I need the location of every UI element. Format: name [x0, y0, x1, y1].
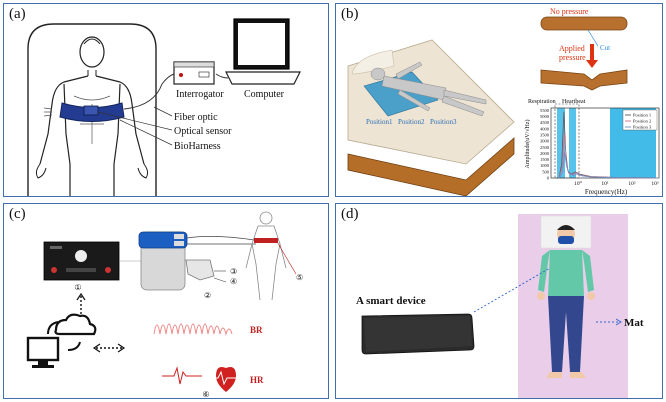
head — [79, 36, 105, 68]
chest-band — [254, 238, 278, 243]
computer-keyboard — [225, 71, 301, 85]
person-lying — [370, 61, 487, 117]
panel-c-drawing: ① ③ ④ ② ⑤ — [26, 211, 303, 399]
x-axis-label: Frequency(Hz) — [585, 188, 628, 196]
body-outline — [245, 211, 287, 301]
panel-b-drawing: Position1 Position2 Position3 No pressur… — [347, 7, 660, 196]
legend-label-1: Position 1 — [633, 113, 651, 118]
y-tick-label: 3500 — [540, 133, 550, 138]
computer-cloud-icon — [26, 313, 97, 368]
applied-label: Applied — [559, 44, 585, 53]
panel-d: (d) A smart device — [335, 203, 663, 399]
label-4: ④ — [230, 277, 237, 286]
y-tick-label: 5000 — [540, 114, 550, 119]
y-tick-label: 4000 — [540, 126, 550, 131]
computer-label: Computer — [244, 89, 285, 100]
bed-base — [347, 137, 515, 196]
y-tick-label: 2000 — [540, 151, 550, 156]
y-tick-label: 2500 — [540, 145, 550, 150]
position-2-label: Position2 — [398, 118, 425, 126]
legend-label-2: Position 2 — [633, 119, 651, 124]
panel-b: (b) Position1 Position2 Position3 — [335, 3, 663, 197]
no-pressure-label: No pressure — [550, 7, 589, 16]
pillow — [351, 49, 395, 75]
y-tick-label: 500 — [542, 169, 550, 174]
panel-d-label: (d) — [341, 206, 359, 222]
y-tick-label: 1500 — [540, 157, 550, 162]
fiber-optic-label: Fiber optic — [174, 112, 218, 123]
chart-series — [558, 111, 660, 179]
y-tick-label: 0 — [547, 176, 550, 181]
scanner-tunnel — [27, 23, 157, 196]
panel-a: (a) — [3, 3, 329, 197]
y-axis-label: Amplitude(uV/√Hz) — [524, 120, 531, 169]
optical-sensor-label: Optical sensor — [174, 126, 232, 137]
y-tick-label: 1000 — [540, 163, 550, 168]
smart-device-label: A smart device — [356, 295, 426, 307]
pressure-arrow — [586, 44, 598, 68]
sensor-clip — [185, 259, 215, 281]
torso — [39, 75, 145, 165]
series-line-3 — [558, 152, 659, 179]
y-tick-label: 5500 — [540, 108, 550, 113]
x-tick-label: 10⁰ — [574, 180, 583, 187]
br-label: BR — [250, 325, 263, 335]
panel-a-drawing: Interrogator Computer Fiber optic Optica… — [27, 18, 301, 196]
pressure-label: pressure — [559, 53, 586, 62]
label-5: ⑤ — [296, 273, 303, 282]
heartbeat-band-label: Heartbeat — [562, 99, 586, 105]
y-tick-label: 4500 — [540, 120, 550, 125]
hr-label: HR — [250, 375, 264, 385]
hr-waveform — [162, 366, 202, 385]
fiber-straight — [540, 16, 628, 31]
x-tick-label: 10² — [628, 181, 636, 187]
label-2: ② — [204, 291, 211, 300]
br-waveform — [153, 323, 233, 336]
heartbeat-band — [569, 108, 576, 178]
bioharness-label: BioHarness — [174, 141, 221, 152]
x-tick-label: 10¹ — [601, 181, 609, 187]
respiration-band — [557, 108, 565, 178]
x-tick-label: 10³ — [651, 181, 659, 187]
spectrum-chart: Respiration Heartbeat 0 50010001500200025… — [524, 99, 660, 196]
person-standing — [537, 225, 595, 378]
optical-sensor — [83, 105, 99, 116]
interrogator-label: Interrogator — [176, 89, 224, 100]
x-ticks: 10⁰ 10¹ 10² 10³ — [574, 180, 659, 187]
position-3-label: Position3 — [430, 118, 457, 126]
cut-label: Cut — [600, 44, 610, 52]
label-1: ① — [74, 283, 81, 292]
legend-box — [622, 109, 658, 131]
legend-label-3: Position 3 — [633, 125, 652, 130]
panel-a-label: (a) — [9, 6, 26, 22]
label-6: ⑥ — [202, 390, 209, 399]
mat-label: Mat — [624, 317, 644, 329]
panel-c-label: (c) — [9, 206, 26, 222]
panel-b-label: (b) — [341, 6, 359, 22]
fiber-optic-cable — [123, 73, 175, 110]
position-1-label: Position1 — [366, 118, 393, 126]
fiber-bent — [540, 69, 628, 91]
label-3: ③ — [230, 267, 237, 276]
plot-frame — [550, 107, 660, 179]
y-tick-label: 3000 — [540, 139, 550, 144]
panel-d-drawing: A smart device Mat — [356, 214, 644, 398]
respiration-band-label: Respiration — [528, 99, 556, 105]
panel-c: (c) ① ③ ④ ② — [3, 203, 329, 399]
